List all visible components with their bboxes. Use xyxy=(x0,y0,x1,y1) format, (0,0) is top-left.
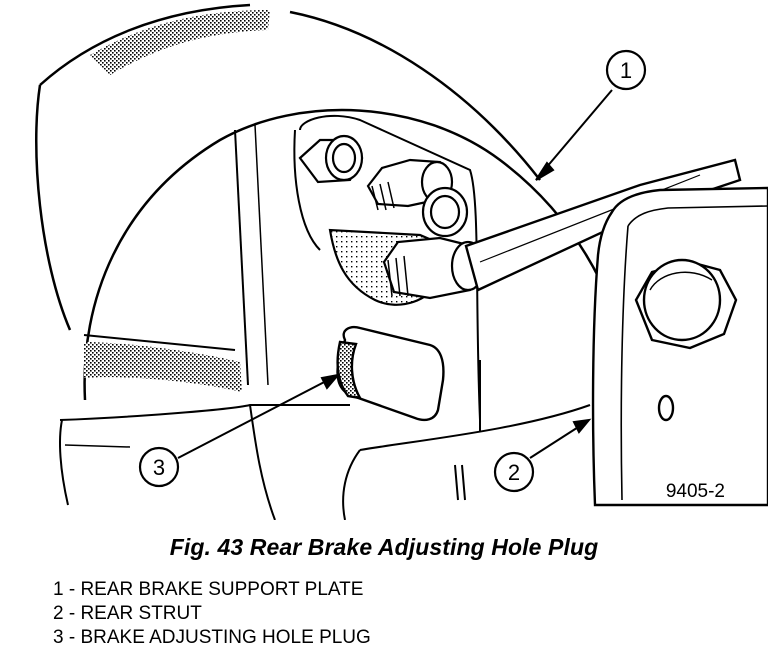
figure-caption: Fig. 43 Rear Brake Adjusting Hole Plug xyxy=(169,534,599,560)
legend-item: 1 - REAR BRAKE SUPPORT PLATE xyxy=(53,579,364,600)
legend-list: 1 - REAR BRAKE SUPPORT PLATE 2 - REAR ST… xyxy=(53,578,371,650)
svg-text:1: 1 xyxy=(620,58,632,83)
callout-3: 3 xyxy=(138,446,180,488)
brake-support-plate xyxy=(35,3,602,520)
strut-lower-detail xyxy=(342,360,591,520)
bolt-hex-icon xyxy=(298,134,486,306)
rear-strut xyxy=(591,186,768,507)
brake-diagram-illustration: 1 2 3 9405-2 xyxy=(35,3,768,520)
legend-item: 2 - REAR STRUT xyxy=(53,603,202,624)
callout-1: 1 xyxy=(605,49,647,91)
callout-2: 2 xyxy=(493,451,535,493)
legend-item: 3 - BRAKE ADJUSTING HOLE PLUG xyxy=(53,627,371,648)
svg-text:3: 3 xyxy=(153,455,165,480)
adjusting-hole-plug xyxy=(336,326,445,422)
leader-lines xyxy=(177,89,613,459)
svg-text:2: 2 xyxy=(508,460,520,485)
figure-id-label: 9405-2 xyxy=(666,481,725,502)
